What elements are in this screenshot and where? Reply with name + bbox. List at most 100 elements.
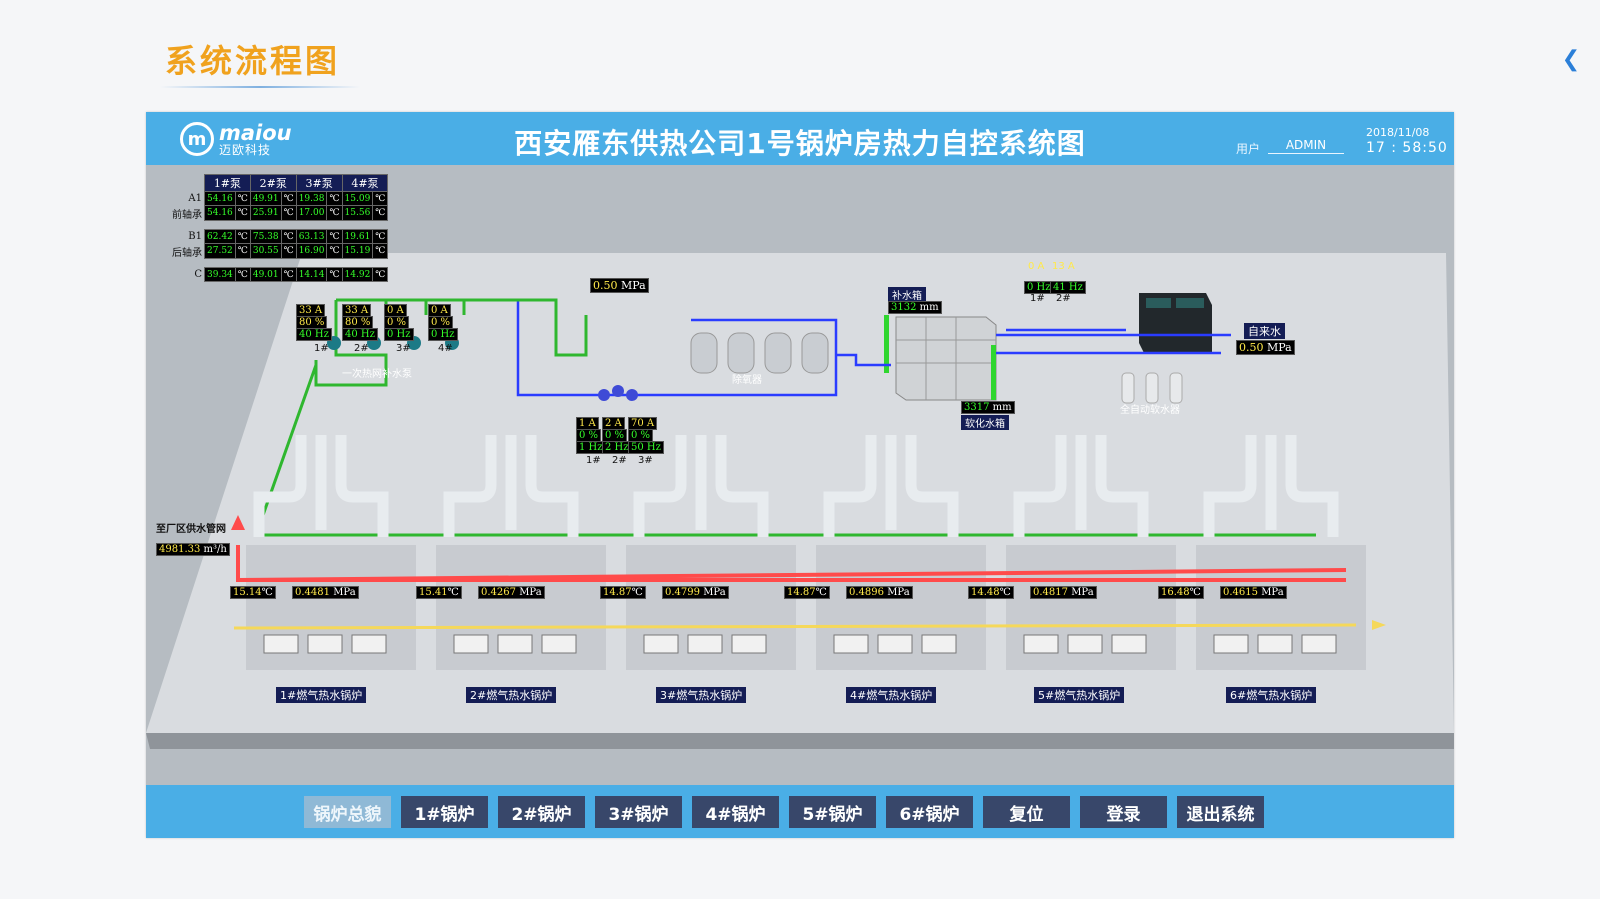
boiler-temp: 16.48℃ xyxy=(1158,586,1204,599)
row-label: 后轴承 xyxy=(172,247,202,259)
login-button[interactable]: 登录 xyxy=(1080,796,1167,828)
pump-header: 3#泵 xyxy=(295,174,343,192)
boiler-pressure-number: 0.4817 xyxy=(1033,587,1068,598)
plant-diagram: 1#泵 2#泵 3#泵 4#泵 A1 54.16℃ 49.91℃ 19.38℃ … xyxy=(146,165,1454,785)
softened-tank-number: 3317 xyxy=(964,402,990,413)
makeup-pressure-unit: MPa xyxy=(621,279,646,292)
tap-water-label: 自来水 xyxy=(1244,323,1285,339)
softened-water-pool xyxy=(1139,293,1212,353)
temp-value: 62.42 xyxy=(204,229,236,244)
temp-unit: ℃ xyxy=(280,267,297,282)
makeup-tank-unit: mm xyxy=(919,302,939,313)
exit-button[interactable]: 退出系统 xyxy=(1177,796,1264,828)
pump-header: 1#泵 xyxy=(204,174,251,192)
temp-unit: ℃ xyxy=(280,229,297,244)
temp-unit: ℃ xyxy=(280,191,297,206)
boiler-pressure-number: 0.4896 xyxy=(849,587,884,598)
nav-boiler-6[interactable]: 6#锅炉 xyxy=(886,796,973,828)
temp-value: 19.38 xyxy=(295,191,328,206)
nav-boiler-1[interactable]: 1#锅炉 xyxy=(401,796,488,828)
supply-flow-number: 4981.33 xyxy=(159,544,201,555)
temp-unit: ℃ xyxy=(326,267,343,282)
nav-boiler-5[interactable]: 5#锅炉 xyxy=(789,796,876,828)
pump-number: 1# xyxy=(586,455,601,466)
user-name: ADMIN xyxy=(1268,138,1344,154)
collapse-arrow-icon[interactable]: ❮ xyxy=(1561,46,1581,72)
boiler-name: 5#燃气热水锅炉 xyxy=(1034,687,1125,703)
system-title: 西安雁东供热公司1号锅炉房热力自控系统图 xyxy=(514,127,1086,160)
pressure-unit: MPa xyxy=(333,587,356,598)
boiler-temp-number: 14.87 xyxy=(603,587,632,598)
supply-main-label: 至厂区供水管网 xyxy=(156,524,226,535)
pump-freq: 1 Hz xyxy=(576,441,606,454)
nav-boiler-2[interactable]: 2#锅炉 xyxy=(498,796,585,828)
logo-en: maiou xyxy=(219,120,292,145)
pump-number: 3# xyxy=(396,343,411,354)
pump-number: 4# xyxy=(438,343,453,354)
reset-button[interactable]: 复位 xyxy=(983,796,1070,828)
temp-unit: ℃ xyxy=(234,243,251,259)
header-time: 17 : 58:50 xyxy=(1366,140,1448,156)
boiler-pressure-number: 0.4481 xyxy=(295,587,330,598)
tap-water-pressure: 0.50 MPa xyxy=(1236,340,1295,355)
deaerator-label: 除氧器 xyxy=(732,375,762,386)
makeup-pressure-number: 0.50 xyxy=(593,279,618,292)
nav-boiler-4[interactable]: 4#锅炉 xyxy=(692,796,779,828)
pump-header: 2#泵 xyxy=(249,174,297,192)
pump-number: 2# xyxy=(1056,293,1071,304)
temp-unit: ℃ xyxy=(372,229,389,244)
boiler-pressure: 0.4267 MPa xyxy=(478,586,545,599)
pressure-unit: MPa xyxy=(703,587,726,598)
softened-tank-level: 3317 mm xyxy=(961,401,1015,414)
boiler-temp: 14.87℃ xyxy=(784,586,830,599)
bearing-temp-table: 1#泵 2#泵 3#泵 4#泵 A1 54.16℃ 49.91℃ 19.38℃ … xyxy=(170,174,389,282)
pressure-unit: MPa xyxy=(519,587,542,598)
pump-freq: 40 Hz xyxy=(296,328,332,341)
makeup-pressure-value: 0.50 MPa xyxy=(590,278,649,293)
boiler-temp: 15.14℃ xyxy=(230,586,276,599)
temp-unit: ℃ xyxy=(372,191,389,206)
boiler-temp-number: 15.14 xyxy=(233,587,262,598)
boiler-name: 3#燃气热水锅炉 xyxy=(656,687,747,703)
boiler-name: 6#燃气热水锅炉 xyxy=(1226,687,1317,703)
temp-unit: ℃ xyxy=(234,205,251,221)
temp-unit: ℃ xyxy=(234,267,251,282)
temp-unit: ℃ xyxy=(372,243,389,259)
floor-edge xyxy=(146,733,1454,749)
tap-water-number: 0.50 xyxy=(1239,341,1264,354)
temp-value: 54.16 xyxy=(204,191,236,206)
temp-value: 15.56 xyxy=(341,205,374,221)
boiler-temp-number: 14.87 xyxy=(787,587,816,598)
page-title: 系统流程图 xyxy=(165,42,341,80)
temp-unit: ℃ xyxy=(631,587,643,598)
softener-label: 全自动软水器 xyxy=(1120,405,1180,416)
header-date: 2018/11/08 xyxy=(1366,126,1430,139)
boiler-temp-number: 16.48 xyxy=(1161,587,1190,598)
pump-number: 1# xyxy=(314,343,329,354)
boiler-pressure: 0.4799 MPa xyxy=(662,586,729,599)
pump-number: 2# xyxy=(612,455,627,466)
temp-value: 49.01 xyxy=(249,267,282,282)
temp-value: 54.16 xyxy=(204,205,236,221)
temp-value: 49.91 xyxy=(249,191,282,206)
deaerator-pump-set xyxy=(598,385,638,401)
temp-unit: ℃ xyxy=(326,229,343,244)
pump-number: 1# xyxy=(1030,293,1045,304)
row-label: B1 xyxy=(188,231,202,242)
makeup-tank-number: 3132 xyxy=(891,302,917,313)
burner-units xyxy=(263,634,1337,654)
boiler-pressure-number: 0.4615 xyxy=(1223,587,1258,598)
nav-boiler-3[interactable]: 3#锅炉 xyxy=(595,796,682,828)
temp-value: 14.14 xyxy=(295,267,328,282)
nav-boiler-overview[interactable]: 锅炉总貌 xyxy=(304,796,391,828)
gas-header xyxy=(233,623,1357,630)
temp-unit: ℃ xyxy=(372,267,389,282)
temp-unit: ℃ xyxy=(280,243,297,259)
boiler-temp-number: 15.41 xyxy=(419,587,448,598)
temp-unit: ℃ xyxy=(234,229,251,244)
temp-unit: ℃ xyxy=(326,191,343,206)
temp-value: 16.90 xyxy=(295,243,328,259)
temp-value: 15.19 xyxy=(341,243,374,259)
row-label: 前轴承 xyxy=(172,209,202,221)
temp-unit: ℃ xyxy=(326,205,343,221)
